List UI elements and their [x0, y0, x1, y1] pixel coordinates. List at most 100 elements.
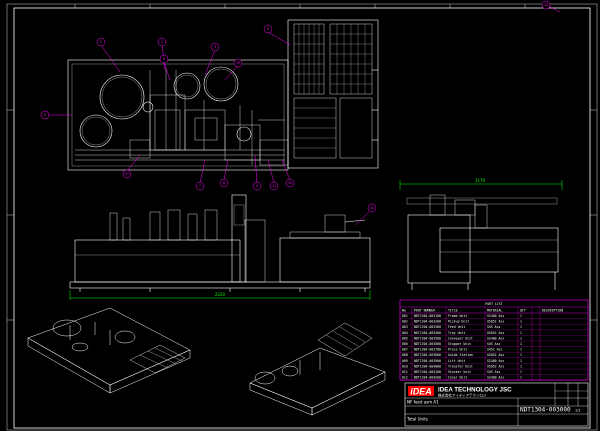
balloon-label-3: 3: [214, 45, 216, 49]
parts-list-row: 010 NDT1304-004000 Transfer Unit A5052 Ass 1: [402, 364, 522, 368]
parts-list-cell-title: Lift Unit: [448, 359, 465, 363]
parts-list-cell-part-number: NDT1304-004000: [414, 364, 441, 368]
balloon-4: [263, 24, 291, 46]
balloon-label-15: 15: [236, 61, 240, 65]
parts-list-header-qty: QTY: [520, 308, 526, 312]
parts-list-cell-title: Feed Unit: [448, 325, 465, 329]
parts-list-cell-title: Stopper Unit: [448, 342, 471, 346]
title-block: iDEA IDEA TECHNOLOGY JSC 株式会社アイディアテクノロジ …: [404, 382, 589, 427]
parts-list-cell-material: A5052 Ass: [487, 364, 504, 368]
parts-list-cell-material: S45C Ass: [487, 348, 502, 352]
side-view: [406, 194, 559, 290]
parts-list-header-material: MATERIAL: [487, 308, 502, 312]
parts-list-cell-no: 007: [402, 348, 408, 352]
project-title: NF feed asm A1: [407, 400, 439, 405]
parts-list-cell-qty: 1: [520, 336, 522, 340]
parts-list-header-no: No: [402, 308, 406, 312]
front-view: [69, 194, 371, 292]
parts-list-cell-qty: 1: [520, 314, 522, 318]
balloon-label-7: 7: [199, 184, 201, 188]
side-overall-dimension: [399, 180, 563, 190]
parts-list-cell-title: Frame Unit: [448, 314, 467, 318]
parts-list-cell-title: Transfer Unit: [448, 364, 473, 368]
parts-list-cell-qty: 1: [520, 370, 522, 374]
parts-list-cell-no: 005: [402, 336, 408, 340]
company-subtitle: 株式会社アイディアテクノロジ: [438, 393, 487, 398]
total-units-label: Total Units: [406, 417, 428, 422]
company-name: IDEA TECHNOLOGY JSC: [438, 387, 512, 394]
top-view-reels: [79, 66, 252, 148]
balloon-9: [252, 154, 262, 191]
company-logo: iDEA: [410, 387, 432, 397]
parts-list-header-part-number: PART NUMBER: [414, 308, 435, 312]
parts-list-cell-qty: 1: [520, 320, 522, 324]
parts-list-cell-material: SUS Ass: [487, 325, 501, 329]
parts-list-cell-no: 004: [402, 331, 408, 335]
parts-list-cell-part-number: NDT1304-004100: [414, 370, 441, 374]
parts-list-cell-qty: 1: [520, 364, 522, 368]
parts-list-cell-qty: 1: [520, 331, 522, 335]
parts-list-cell-no: 009: [402, 359, 408, 363]
drawing-border: [6, 3, 598, 431]
parts-list-cell-material: A5052 Ass: [487, 331, 504, 335]
balloon-label-9: 9: [256, 184, 258, 188]
parts-list-cell-part-number: NDT1304-003500: [414, 336, 441, 340]
balloon-14: [354, 203, 377, 226]
parts-list-header-title: TITLE: [448, 308, 458, 312]
balloon-label-14: 14: [370, 206, 374, 210]
parts-list-cell-material: SS400 Ass: [487, 314, 504, 318]
iso-view-right: [249, 322, 386, 416]
parts-list-cell-qty: 1: [520, 353, 522, 357]
parts-list-cell-part-number: NDT1304-003900: [414, 359, 441, 363]
parts-list-cell-title: Stocker Unit: [448, 370, 471, 374]
parts-list-cell-material: SUS Ass: [487, 342, 501, 346]
parts-list-cell-part-number: NDT1304-004200: [414, 376, 441, 380]
parts-list-cell-part-number: NDT1304-003200: [414, 320, 441, 324]
balloon-3: [204, 42, 220, 76]
balloon-label-11: 11: [272, 184, 276, 188]
parts-list-cell-title: Guide Station: [448, 353, 473, 357]
parts-list-cell-no: 002: [402, 320, 408, 324]
parts-list-cell-no: 012: [402, 376, 408, 380]
parts-list-cell-material: SS400 Ass: [487, 376, 504, 380]
balloon-10: [281, 159, 295, 188]
top-view: [67, 19, 379, 171]
sheet-label: 1/1: [575, 409, 581, 413]
parts-list-cell-title: Cover Unit: [448, 376, 467, 380]
balloon-label-2: 2: [161, 40, 163, 44]
balloon-15: [224, 58, 243, 81]
balloon-label-12: 12: [125, 172, 129, 176]
parts-list-cell-no: 010: [402, 364, 408, 368]
side-overall-dimension-label: 1170: [475, 178, 486, 183]
balloon-13: [541, 0, 561, 13]
balloon-label-5: 5: [44, 113, 46, 117]
parts-list-cell-no: 003: [402, 325, 408, 329]
parts-list-header-description: DESCRIPTION: [542, 308, 563, 312]
balloon-11: [267, 159, 279, 191]
balloon-1: [96, 37, 121, 73]
balloon-8: [219, 159, 229, 188]
parts-list-cell-qty: 1: [520, 342, 522, 346]
border-zone-ticks: [7, 4, 597, 321]
parts-list-cell-part-number: NDT1304-003100: [414, 314, 441, 318]
balloon-7: [195, 159, 206, 191]
balloon-label-6: 6: [163, 57, 165, 61]
balloon-labels: 1 2 3 4 5 6 7 8 9 10 11 12 13 14 15: [44, 3, 548, 210]
balloon-label-13: 13: [544, 3, 548, 7]
balloon-label-1: 1: [100, 40, 102, 44]
parts-list-cell-material: SS400 Ass: [487, 359, 504, 363]
parts-list-cell-part-number: NDT1304-003800: [414, 353, 441, 357]
parts-list-cell-no: 008: [402, 353, 408, 357]
parts-list-cell-title: Press Unit: [448, 348, 467, 352]
balloon-12: [122, 154, 141, 179]
parts-list-cell-title: Conveyor Unit: [448, 336, 473, 340]
parts-list-cell-material: A5052 Ass: [487, 320, 504, 324]
